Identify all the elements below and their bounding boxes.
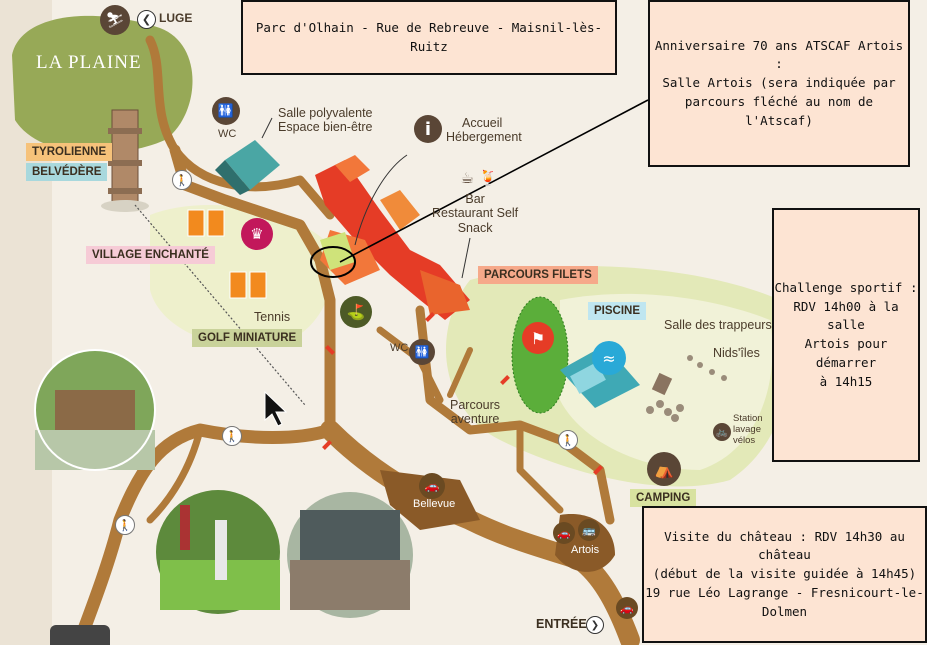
artois-label: Artois xyxy=(571,544,600,556)
salle-artois-pointer xyxy=(339,99,649,263)
chevron-left-icon: ❮ xyxy=(137,10,156,29)
visit-box: Visite du château : RDV 14h30 au château… xyxy=(642,506,927,643)
visit-line-2: château xyxy=(758,547,811,563)
golf-icon[interactable]: ⛳ xyxy=(340,296,372,328)
station-line-3: vélos xyxy=(733,434,756,446)
station-line-1: Station xyxy=(733,413,763,424)
bike-icon: 🚲 xyxy=(713,423,731,441)
salle-polyvalente-line-2: Espace bien-être xyxy=(278,120,373,135)
parcours-aventure-line-2: aventure xyxy=(450,412,500,427)
bar-line-2: Restaurant Self xyxy=(432,206,519,221)
salle-polyvalente-line-1: Salle polyvalente xyxy=(278,106,373,120)
tyrolienne-tower xyxy=(101,109,149,212)
wc2-label: WC xyxy=(390,342,409,354)
anniversary-box: Anniversaire 70 ans ATSCAF Artois : Sall… xyxy=(648,0,910,167)
tennis-courts xyxy=(187,209,267,299)
anniversary-line-2: Salle Artois (sera indiquée par xyxy=(662,75,896,91)
info-icon[interactable]: i xyxy=(414,115,442,143)
village-icon[interactable]: ♛ xyxy=(241,218,273,250)
challenge-line-2: RDV 14h00 à la salle xyxy=(793,298,899,333)
station-line-2: lavage xyxy=(733,423,761,435)
village-enchante-tag[interactable]: VILLAGE ENCHANTÉ xyxy=(86,246,215,264)
challenge-line-1: Challenge sportif : xyxy=(774,279,918,295)
tyrolienne-tag[interactable]: TYROLIENNE xyxy=(26,143,113,161)
luge-icon[interactable]: ⛷ xyxy=(100,5,130,35)
chevron-right-icon: ❯ xyxy=(586,616,604,634)
bus-icon-artois[interactable]: 🚌 xyxy=(578,519,600,541)
nids-iles-huts xyxy=(646,355,727,422)
wc-icon-2[interactable]: 🚻 xyxy=(409,339,435,365)
camping-tag[interactable]: CAMPING xyxy=(630,489,697,507)
cursor-icon xyxy=(264,390,288,427)
hiker-icon-3: 🚶 xyxy=(115,515,135,535)
pool-icon[interactable]: ≈ xyxy=(592,341,626,375)
bellevue-parking-area xyxy=(380,470,480,530)
visit-line-1: Visite du château : RDV 14h30 au xyxy=(664,528,905,544)
visit-line-4: 19 rue Léo Lagrange - Fresnicourt-le- xyxy=(645,584,924,600)
challenge-line-4: à 14h15 xyxy=(819,373,873,389)
photo-playground xyxy=(34,349,156,471)
tablet-decoration xyxy=(50,625,110,645)
bellevue-label: Bellevue xyxy=(413,498,456,510)
photo-terrace xyxy=(287,492,413,618)
parking-icon-entree[interactable]: 🚗 xyxy=(616,597,638,619)
address-box: Parc d'Olhain - Rue de Rebreuve - Maisni… xyxy=(241,0,617,75)
parcours-aventure-line-1: Parcours xyxy=(450,398,501,412)
challenge-box: Challenge sportif : RDV 14h00 à la salle… xyxy=(772,208,920,462)
entree-label: ENTRÉE xyxy=(536,617,587,631)
bar-line-3: Snack xyxy=(457,220,493,235)
salle-polyvalente-building xyxy=(215,140,280,195)
hiker-icon: 🚶 xyxy=(172,170,192,190)
parcours-aventure-label: Parcours aventure xyxy=(450,398,500,427)
salle-polyvalente-label: Salle polyvalente Espace bien-être xyxy=(278,106,373,135)
restaurant-icon: ☕ 🍹 xyxy=(460,169,498,187)
salle-artois-marker xyxy=(310,246,356,278)
salle-pointer xyxy=(261,117,273,139)
belvedere-tag[interactable]: BELVÉDÈRE xyxy=(26,163,108,181)
parcours-filets-icon[interactable]: ⚑ xyxy=(522,322,554,354)
bar-line-1: Bar xyxy=(465,192,485,206)
piscine-tag[interactable]: PISCINE xyxy=(588,302,647,320)
la-plaine-area xyxy=(12,15,193,154)
parking-icon-artois[interactable]: 🚗 xyxy=(553,522,575,544)
bar-pointer xyxy=(461,237,471,279)
anniversary-line-3: parcours fléché au nom de l'Atscaf) xyxy=(684,93,874,128)
golf-miniature-tag[interactable]: GOLF MINIATURE xyxy=(192,329,303,347)
luge-label: LUGE xyxy=(159,11,193,25)
parcours-filets-tag[interactable]: PARCOURS FILETS xyxy=(478,266,598,284)
la-plaine-label: LA PLAINE xyxy=(36,52,142,73)
salle-trappeurs-label: Salle des trappeurs xyxy=(664,318,772,332)
accueil-line-1: Accueil xyxy=(462,116,503,130)
wc-label: WC xyxy=(218,128,237,140)
hiker-icon-2: 🚶 xyxy=(222,426,242,446)
nids-iles-label: Nids'îles xyxy=(713,346,760,360)
camping-icon[interactable]: ⛺ xyxy=(647,452,681,486)
wc-icon[interactable]: 🚻 xyxy=(212,97,240,125)
bar-label: Bar Restaurant Self Snack xyxy=(432,192,518,235)
tennis-label: Tennis xyxy=(254,310,291,324)
hiker-icon-4: 🚶 xyxy=(558,430,578,450)
visit-line-3: (début de la visite guidée à 14h45) xyxy=(652,566,917,582)
address-text: Parc d'Olhain - Rue de Rebreuve - Maisni… xyxy=(255,19,603,54)
visit-line-5: Dolmen xyxy=(761,603,808,619)
accueil-line-2: Hébergement xyxy=(446,130,522,145)
station-label: Station lavage vélos xyxy=(733,413,763,447)
accueil-label: Accueil Hébergement xyxy=(446,116,522,145)
barrier-markers xyxy=(322,312,603,475)
salle-trappeurs-building xyxy=(651,372,673,396)
photo-golf xyxy=(156,490,280,614)
accueil-pointer xyxy=(354,154,408,246)
anniversary-line-1: Anniversaire 70 ans ATSCAF Artois : xyxy=(654,37,904,72)
challenge-line-3: Artois pour démarrer xyxy=(804,336,888,370)
parking-icon-bellevue[interactable]: 🚗 xyxy=(419,473,445,499)
